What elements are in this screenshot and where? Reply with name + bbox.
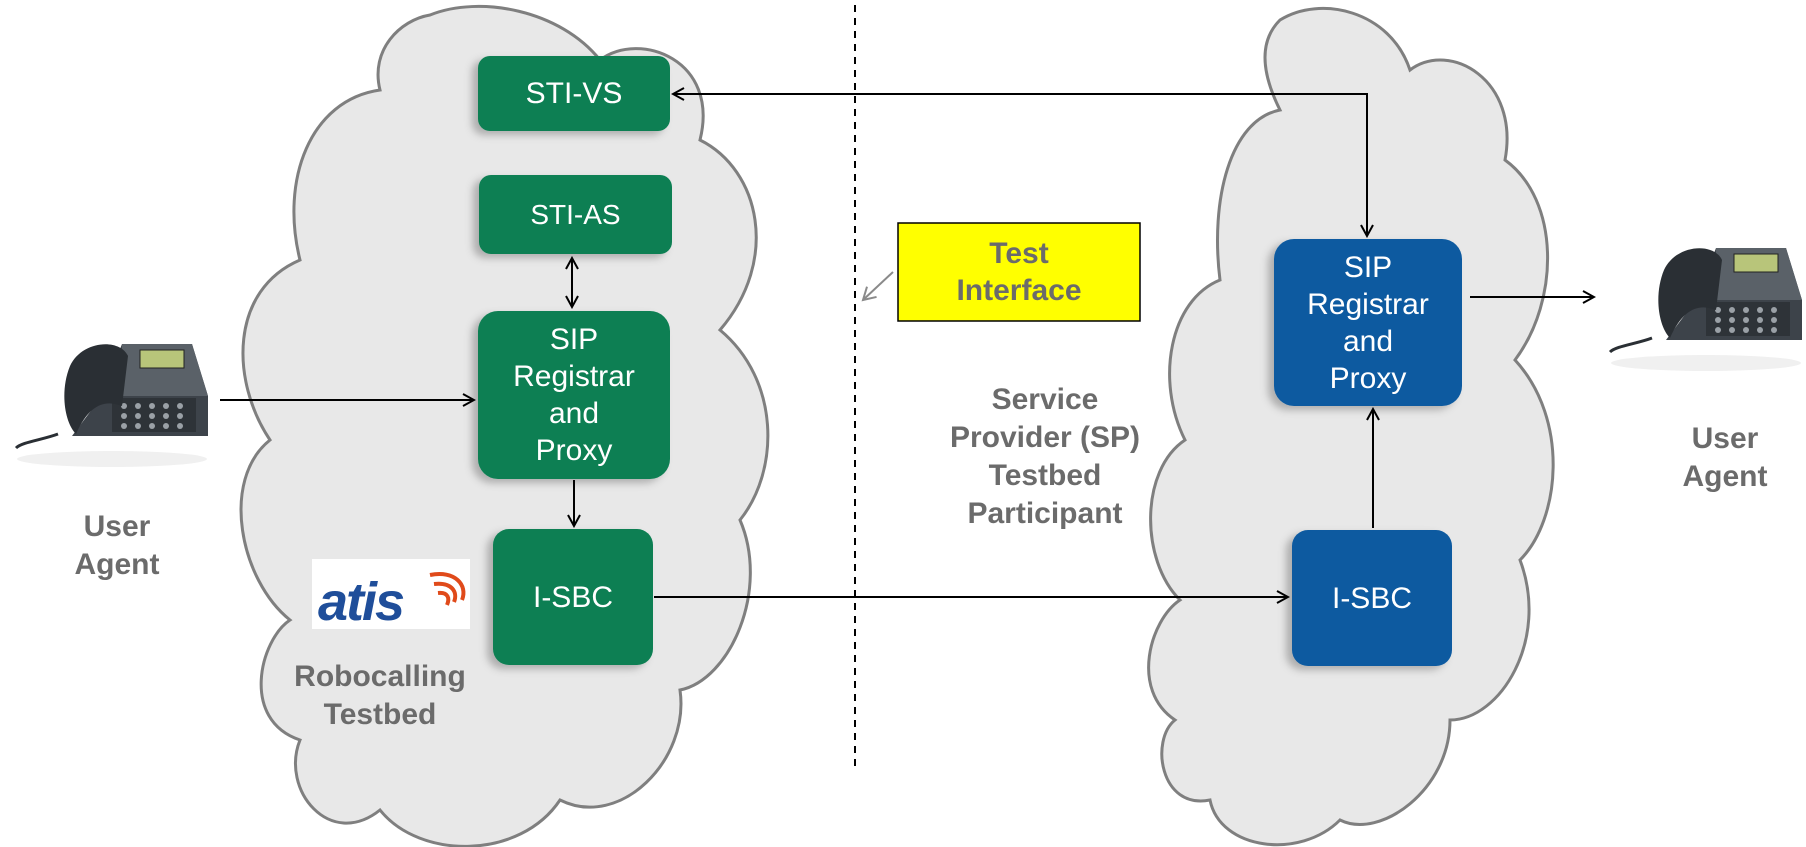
sp-testbed-participant-label: Service Provider (SP) Testbed Participan…: [949, 383, 1141, 530]
callout-pointer: [861, 271, 894, 302]
right-i-sbc-box[interactable]: [1292, 530, 1452, 666]
left-sip-proxy-box[interactable]: [478, 311, 670, 479]
left-i-sbc-box[interactable]: [493, 529, 653, 665]
robocalling-testbed-label: Robocalling Testbed: [294, 660, 466, 731]
test-interface-callout: [897, 222, 1141, 322]
left-phone-icon: [14, 344, 208, 467]
user-agent-right-label: User Agent: [1682, 422, 1768, 493]
right-cloud: [1147, 6, 1555, 847]
svg-text:atis: atis: [318, 572, 404, 632]
left-sti-as-label: STI-AS: [530, 199, 621, 230]
user-agent-left-label: User Agent: [74, 510, 160, 581]
atis-logo: atis: [312, 559, 470, 632]
right-sip-proxy-box[interactable]: [1274, 239, 1462, 406]
sti-vs-link-arrow: [673, 94, 1367, 236]
right-i-sbc-label: I-SBC: [1331, 581, 1412, 615]
left-sti-as-box[interactable]: [479, 175, 672, 254]
left-i-sbc-label: I-SBC: [532, 580, 613, 614]
test-interface-label: Test Interface: [956, 237, 1082, 307]
right-phone-icon: [1608, 248, 1802, 371]
left-sti-vs-box[interactable]: [478, 56, 670, 131]
right-sip-proxy-label: SIP Registrar and Proxy: [1307, 250, 1429, 395]
left-sti-vs-label: STI-VS: [525, 77, 623, 110]
left-sip-proxy-label: SIP Registrar and Proxy: [513, 323, 635, 467]
